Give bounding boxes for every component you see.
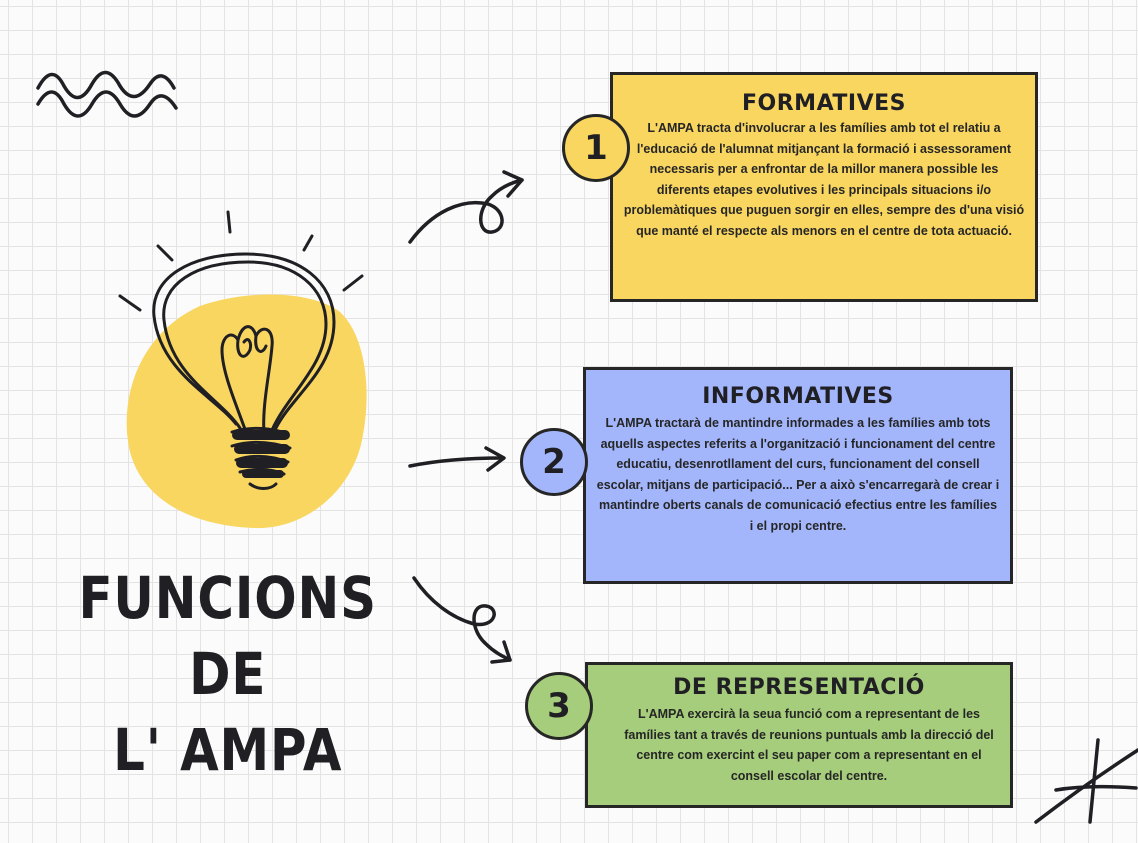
number-badge-2: 2 xyxy=(520,428,588,496)
card-text: L'AMPA tractarà de mantindre informades … xyxy=(596,416,1000,533)
card-heading: DE REPRESENTACIÓ xyxy=(673,675,925,700)
lightbulb-icon xyxy=(118,210,367,529)
card-text: L'AMPA exercirà la seua funció com a rep… xyxy=(624,707,994,783)
card-informatives: INFORMATIVES L'AMPA tractarà de mantindr… xyxy=(583,367,1013,584)
arrow-icon xyxy=(408,170,524,664)
card-text: L'AMPA tracta d'involucrar a les famílie… xyxy=(623,121,1025,238)
card-heading: FORMATIVES xyxy=(742,91,906,116)
number-badge-1: 1 xyxy=(562,114,630,182)
page-title: FUNCIONS DE L' AMPA xyxy=(60,560,395,788)
title-line-2: L' AMPA xyxy=(113,716,343,784)
star-decoration xyxy=(1034,738,1138,824)
title-line-1: FUNCIONS DE xyxy=(78,564,377,708)
card-representacio: DE REPRESENTACIÓ L'AMPA exercirà la seua… xyxy=(585,662,1013,808)
card-formatives: FORMATIVES L'AMPA tracta d'involucrar a … xyxy=(610,72,1038,302)
number-badge-3: 3 xyxy=(525,672,593,740)
zigzag-decoration xyxy=(36,70,178,118)
card-heading: INFORMATIVES xyxy=(702,384,894,409)
